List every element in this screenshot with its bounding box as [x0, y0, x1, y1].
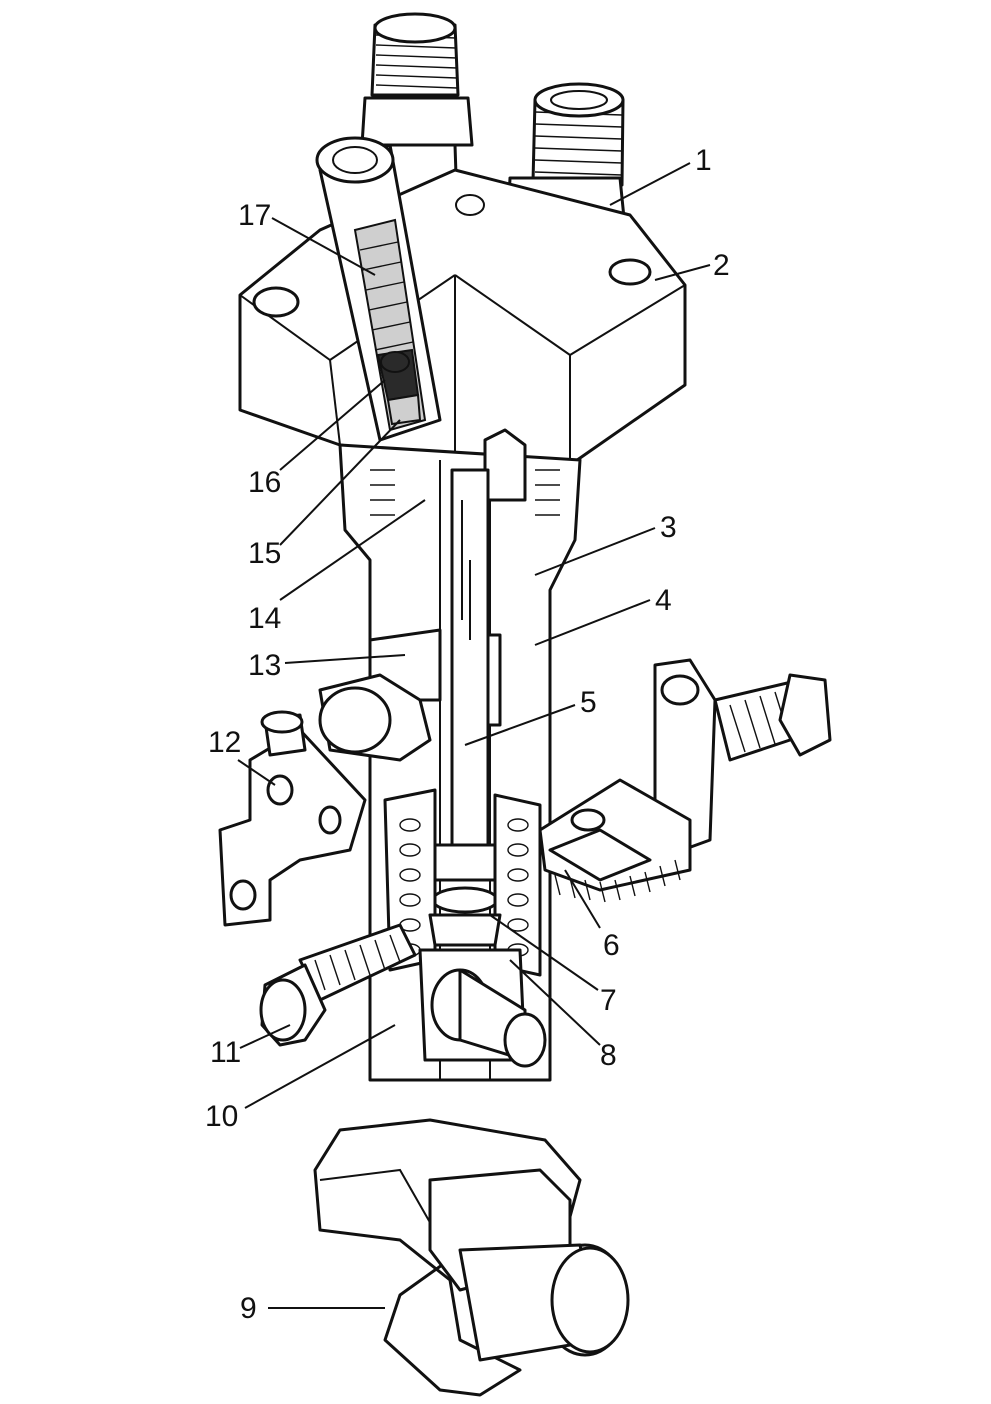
callout-1: 1	[695, 144, 712, 177]
leader-13	[284, 654, 406, 664]
leader-17	[271, 217, 376, 276]
callout-13: 13	[248, 649, 281, 682]
callout-12: 12	[208, 726, 241, 759]
callout-3: 3	[660, 511, 677, 544]
leader-5	[464, 704, 576, 746]
leader-10	[244, 1024, 396, 1109]
leader-12	[237, 759, 276, 786]
callout-7: 7	[600, 984, 617, 1017]
pump-housing-flange	[238, 168, 687, 467]
leader-1	[609, 162, 691, 206]
camshaft-cam	[313, 1118, 630, 1397]
callout-6: 6	[603, 929, 620, 962]
callout-9: 9	[240, 1292, 257, 1325]
plunger-spring-assembly	[383, 788, 542, 977]
callout-8: 8	[600, 1039, 617, 1072]
leader-11	[239, 1024, 291, 1049]
leader-4	[534, 599, 651, 646]
leader-2	[654, 264, 711, 281]
guide-screw	[259, 923, 417, 1047]
leader-14	[279, 499, 426, 601]
callout-labels: 1 2 3 4 5 6 7 8 9 10 11 12 13 14 15 16 1…	[205, 144, 730, 1325]
leader-8	[509, 959, 601, 1046]
leader-16	[279, 379, 386, 471]
pump-plunger	[428, 468, 507, 914]
callout-11: 11	[210, 1036, 241, 1069]
callout-14: 14	[248, 602, 281, 635]
leader-lines	[237, 162, 711, 1309]
callout-10: 10	[205, 1100, 238, 1133]
callout-2: 2	[713, 249, 730, 282]
leader-3	[534, 527, 656, 576]
control-rack-assembly	[538, 658, 832, 903]
callout-16: 16	[248, 466, 281, 499]
callout-17: 17	[238, 199, 271, 232]
callout-15: 15	[248, 537, 281, 570]
callout-4: 4	[655, 584, 672, 617]
leader-7	[489, 914, 599, 991]
leader-6	[564, 869, 601, 929]
control-lever-assembly	[218, 673, 432, 927]
rear-delivery-fitting	[360, 12, 474, 237]
tappet-roller	[418, 948, 547, 1068]
leader-15	[279, 419, 401, 546]
callout-5: 5	[580, 686, 597, 719]
